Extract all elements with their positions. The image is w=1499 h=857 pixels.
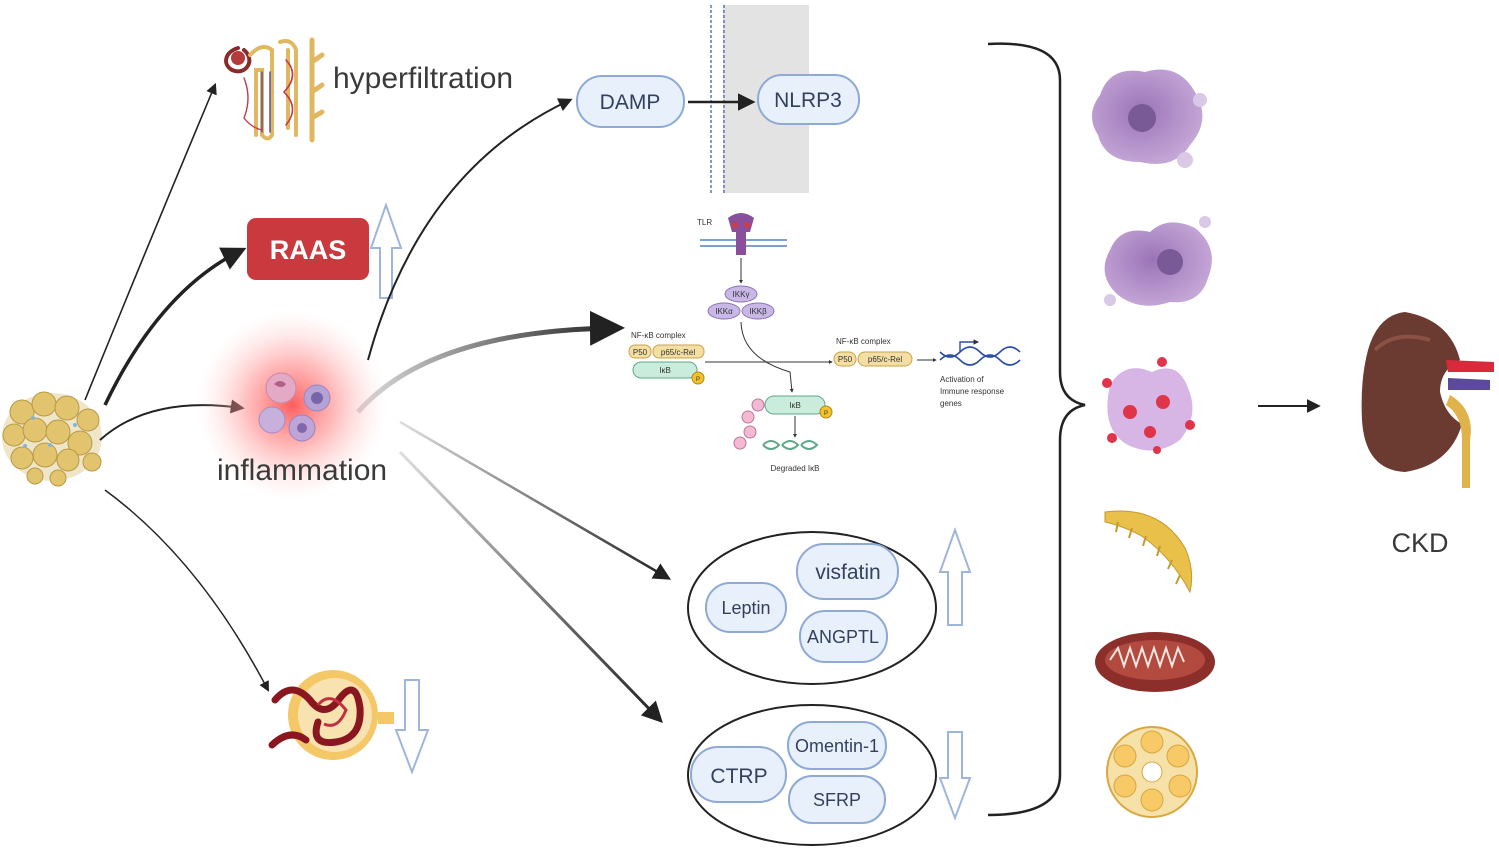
raas-box: [247, 218, 369, 280]
right-brace: [987, 42, 1086, 817]
glomerulus-icon: [268, 670, 394, 760]
nlrp3-pill: [757, 74, 860, 125]
damp-pill: [576, 75, 685, 128]
ikb-label: IκB: [659, 366, 671, 375]
ikk-alpha-label: IKKα: [715, 307, 733, 316]
activation-label-3: genes: [940, 399, 962, 408]
activation-label-2: Immune response: [940, 387, 1005, 396]
inflammation-glow: [197, 310, 387, 500]
ctrp-label: CTRP: [710, 765, 767, 788]
down-regulated-group: Omentin-1 CTRP SFRP: [687, 704, 937, 846]
p65-left-label: p65/c-Rel: [661, 348, 695, 357]
tubule-cross-section-icon: [1106, 726, 1198, 818]
p50-right-label: P50: [838, 355, 853, 364]
arrow-to-hyperfiltration: [84, 82, 217, 401]
arrow-to-up-group: [399, 420, 672, 580]
visfatin-label: visfatin: [815, 561, 880, 584]
apoptotic-cell-icon: [1104, 216, 1212, 306]
up-group-up-arrow-icon: [938, 527, 972, 626]
immune-cells-icon: [258, 372, 331, 442]
mitochondrion-icon: [1095, 632, 1215, 692]
adipose-tissue-icon: [2, 391, 102, 487]
raas-label: RAAS: [270, 235, 347, 265]
dna-icon: [939, 339, 1021, 366]
nfkb-pathway: TLR IKKγ IKKα IKKβ NF-κB complex P50 p65…: [628, 213, 1021, 473]
tissue-arrows: [84, 82, 269, 692]
p-mark-right: P: [824, 411, 828, 417]
infected-cell-icon: [1102, 357, 1195, 454]
ikk-beta-label: IKKβ: [749, 307, 767, 316]
nephron-icon: [224, 37, 325, 143]
hyperfiltration-label: hyperfiltration: [333, 62, 513, 95]
kidney-icon: [1361, 312, 1494, 488]
tubule-fragment-icon: [1104, 510, 1193, 594]
arrow-to-down-group: [398, 450, 663, 724]
sfrp-label: SFRP: [813, 790, 861, 810]
inflammation-label: inflammation: [217, 454, 387, 487]
leptin-label: Leptin: [721, 598, 770, 618]
down-group-down-arrow-icon: [938, 731, 972, 821]
nfkb-complex-right-label: NF-κB complex: [836, 337, 891, 346]
arrow-to-nfkb: [356, 310, 625, 414]
p65-right-label: p65/c-Rel: [868, 355, 902, 364]
tlr-label: TLR: [697, 218, 712, 227]
up-regulated-group: visfatin Leptin ANGPTL: [687, 531, 937, 685]
nfkb-complex-left-label: NF-κB complex: [631, 331, 686, 340]
ckd-label: CKD: [1391, 528, 1448, 558]
arrow-to-glomerulus: [104, 489, 269, 692]
angptl-label: ANGPTL: [807, 627, 879, 647]
ikk-gamma-label: IKKγ: [733, 290, 750, 299]
nlrp3-label: NLRP3: [774, 89, 842, 112]
p50-left-label: P50: [633, 348, 648, 357]
ikb-free-label: IκB: [789, 401, 801, 410]
p-mark-left: P: [696, 377, 700, 383]
glomerulus-down-arrow-icon: [394, 679, 430, 775]
arrow-to-raas: [103, 247, 247, 406]
macrophage-icon: [1091, 69, 1207, 168]
raas-up-arrow-icon: [369, 201, 403, 299]
tlr-receptor-icon: [728, 213, 754, 255]
arrow-to-damp: [367, 98, 573, 361]
activation-label-1: Activation of: [940, 375, 984, 384]
damp-label: DAMP: [600, 91, 661, 114]
omentin-label: Omentin-1: [795, 736, 879, 756]
degraded-ikb-label: Degraded IκB: [771, 464, 820, 473]
inflammation-arrows: [356, 98, 672, 724]
